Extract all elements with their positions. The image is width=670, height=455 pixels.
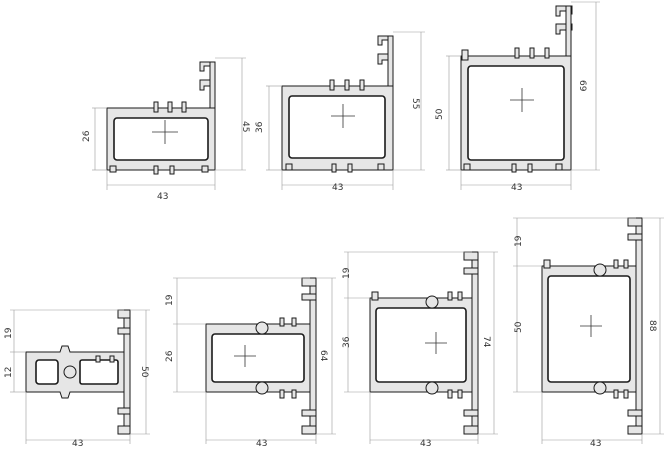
profile-p7: 43 88 19 50 (513, 217, 664, 449)
p2-chamber-label: 36 (255, 121, 265, 133)
p7-upper-label: 19 (514, 235, 524, 247)
p6-upper-label: 19 (342, 267, 352, 279)
profile-p6: 43 74 19 36 (342, 251, 498, 449)
p5-chamber-label: 26 (165, 350, 175, 362)
profile-p1: 43 45 26 (82, 57, 250, 202)
p6-chamber-label: 36 (342, 336, 352, 348)
p6-width-label: 43 (420, 439, 431, 449)
p3-width-label: 43 (511, 183, 522, 193)
p1-width-label: 43 (157, 192, 168, 202)
p4-upper-label: 19 (4, 327, 14, 339)
p4-height-label: 50 (139, 366, 149, 378)
p5-width-label: 43 (256, 439, 267, 449)
p3-height-label: 69 (577, 80, 587, 92)
p1-chamber-label: 26 (82, 130, 92, 142)
p7-width-label: 43 (590, 439, 601, 449)
p4-chamber-label: 12 (4, 367, 14, 378)
p2-height-label: 55 (410, 98, 420, 109)
profile-p5: 43 64 19 26 (165, 277, 336, 449)
p1-height-label: 45 (240, 121, 250, 132)
profile-p2: 43 55 36 (255, 31, 425, 193)
p5-height-label: 64 (318, 350, 328, 362)
p3-chamber-label: 50 (435, 108, 445, 120)
profile-p4: 43 50 19 12 (4, 309, 150, 449)
p6-height-label: 74 (481, 336, 491, 348)
p2-width-label: 43 (332, 183, 343, 193)
p7-chamber-label: 50 (514, 321, 524, 333)
p5-upper-label: 19 (165, 294, 175, 306)
profile-p3: 43 69 50 (435, 1, 600, 193)
p4-width-label: 43 (72, 439, 83, 449)
p7-height-label: 88 (647, 320, 657, 332)
